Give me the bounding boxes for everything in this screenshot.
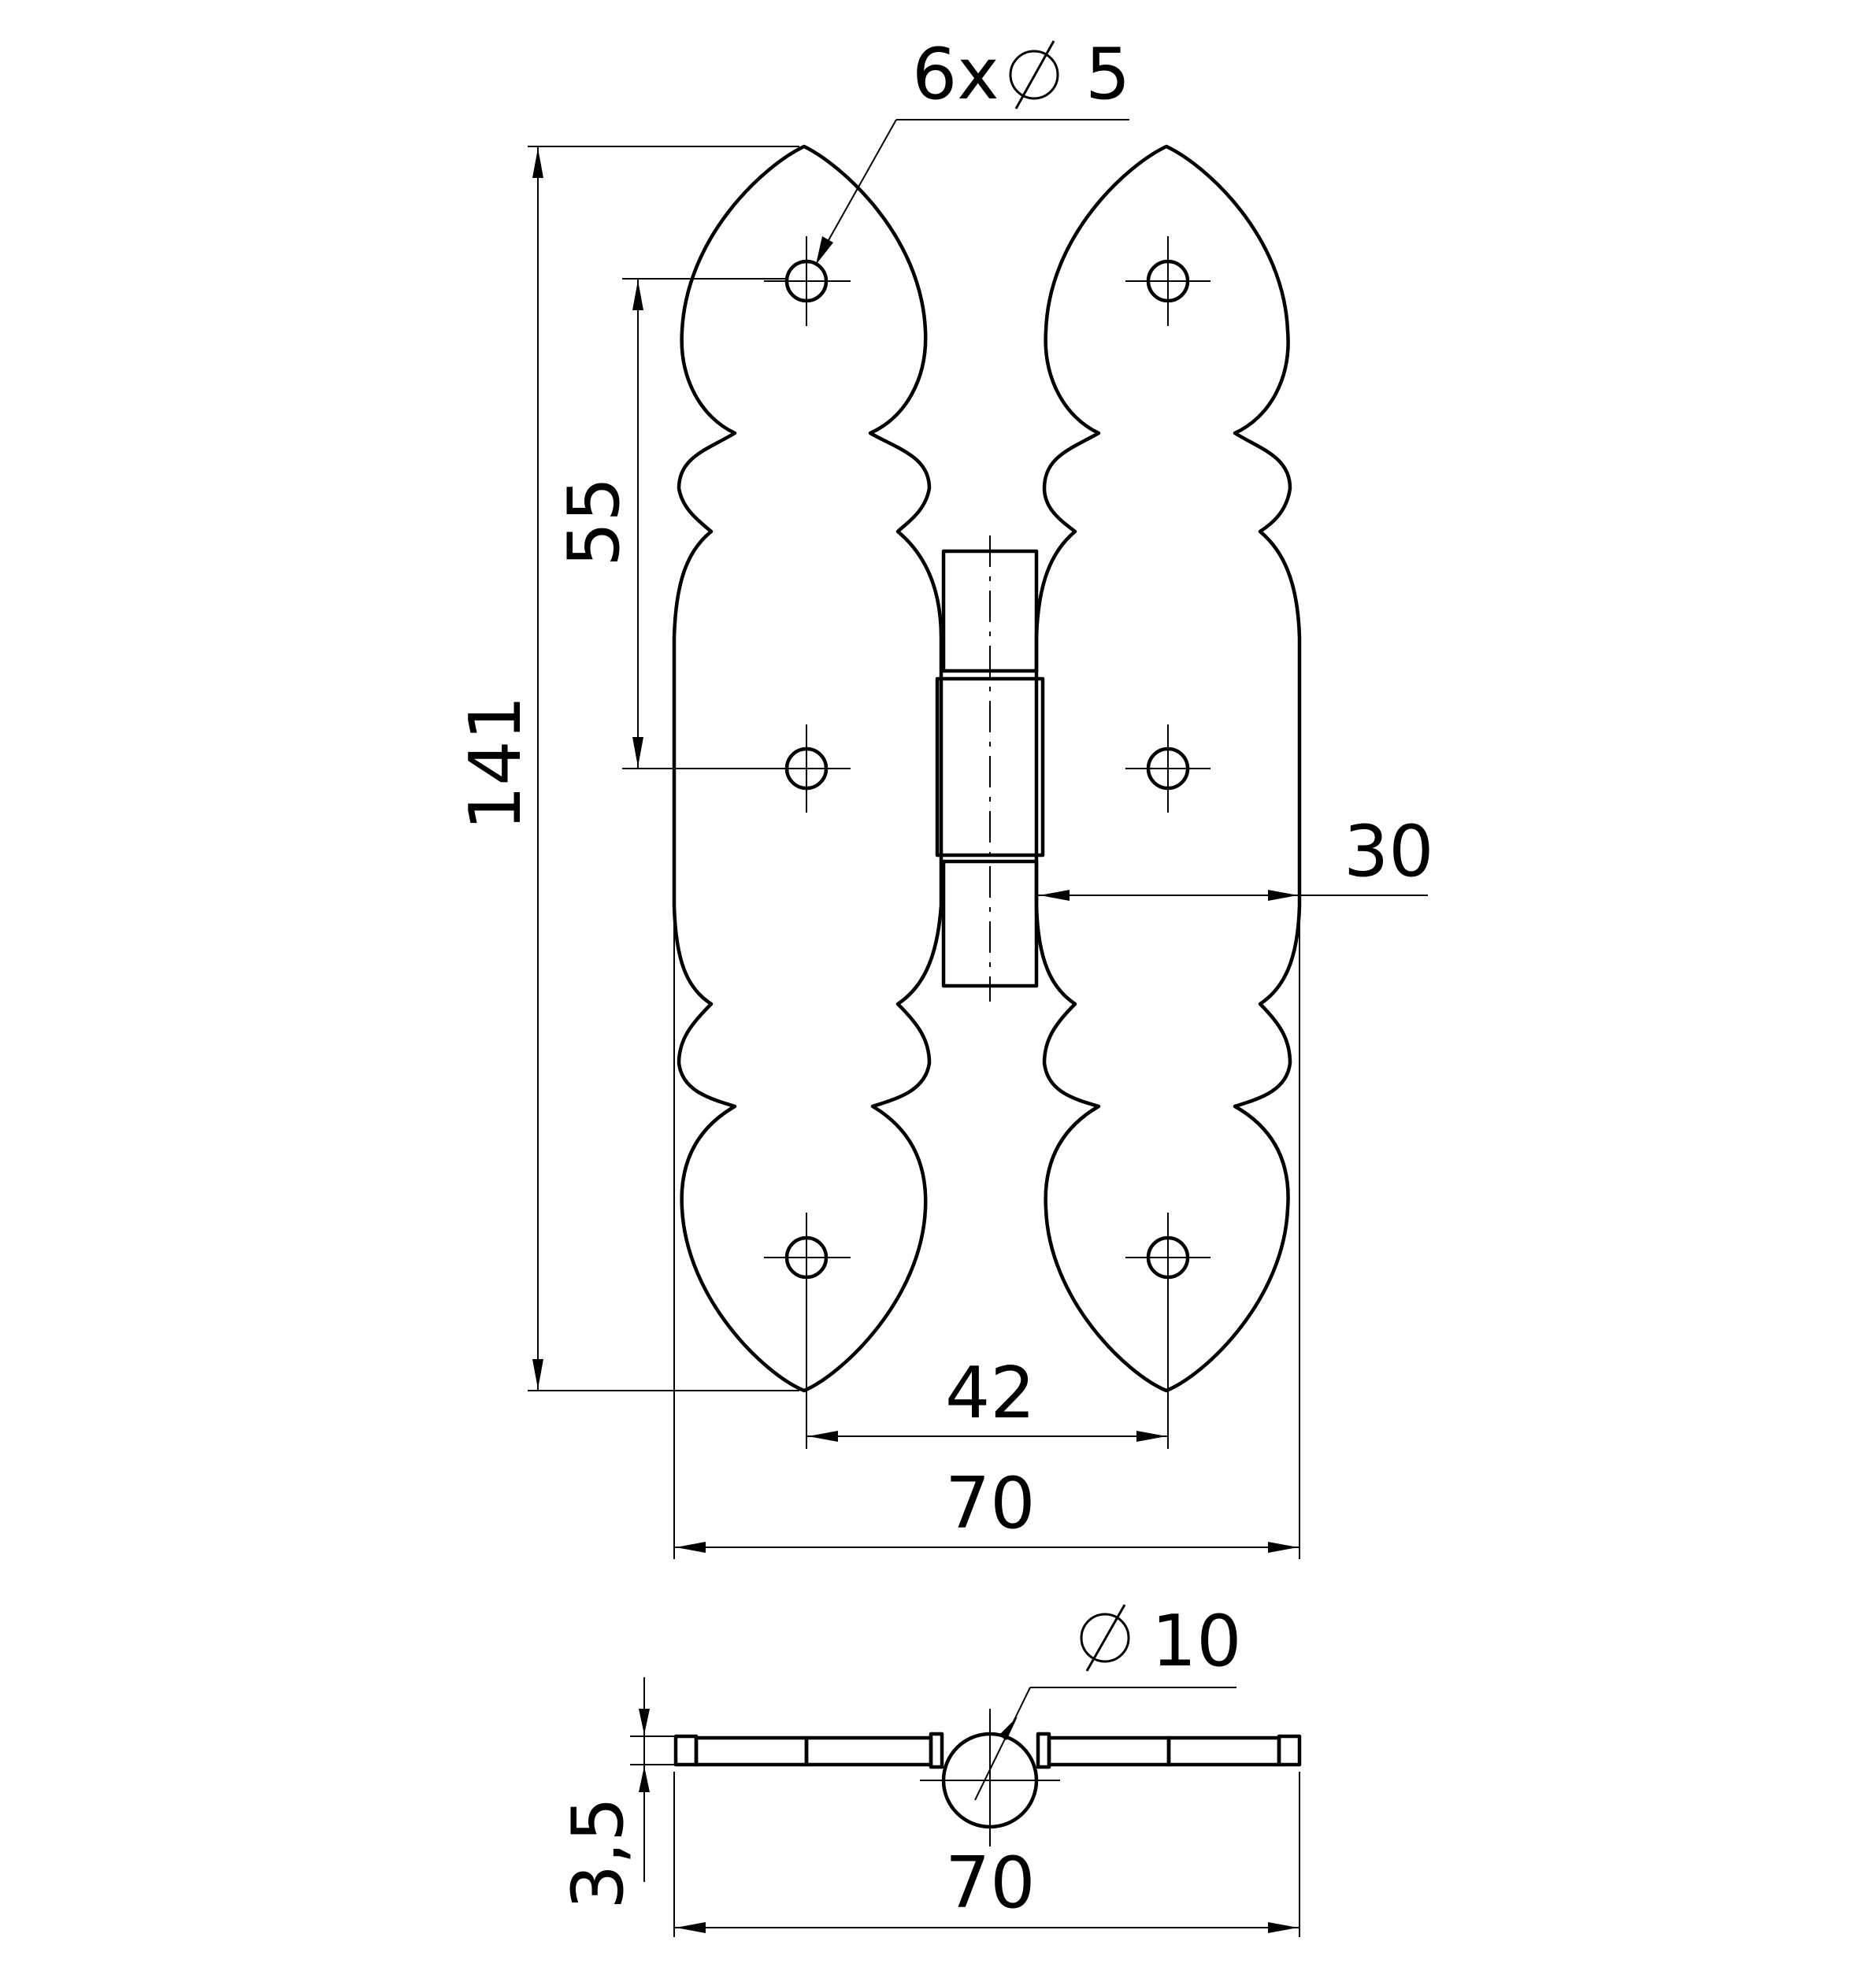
pin-diameter-label: 10	[1151, 1600, 1242, 1683]
diameter-icon	[1009, 40, 1059, 109]
side-view	[673, 1709, 1302, 1847]
diameter-icon	[1080, 1604, 1130, 1672]
dimension-hole-spacing: 55	[553, 278, 788, 769]
overall-width-bottom-label: 70	[945, 1842, 1036, 1924]
left-leaf-outline	[672, 144, 944, 1393]
dimension-pin-diameter: 10	[974, 1600, 1242, 1801]
hole-bottom-right	[1125, 1213, 1211, 1302]
holes-count-label: 6x	[912, 33, 999, 116]
hinge-knuckle	[935, 535, 1045, 1002]
holes-diameter-label: 5	[1085, 33, 1130, 116]
dimension-overall-height: 141	[454, 146, 799, 1391]
right-leaf-outline	[1034, 144, 1302, 1393]
dimension-hole-distance: 42	[806, 1302, 1169, 1449]
hole-top-right	[1125, 236, 1211, 326]
dimension-overall-width-top: 70	[673, 913, 1300, 1559]
dimension-overall-width-bottom: 70	[673, 1772, 1300, 1937]
dimension-leaf-width: 30	[1038, 810, 1434, 901]
overall-height-label: 141	[454, 695, 537, 831]
thickness-label: 3,5	[557, 1797, 640, 1910]
hole-distance-label: 42	[945, 1352, 1036, 1435]
hole-bottom-left	[764, 1213, 851, 1302]
hole-spacing-label: 55	[553, 476, 636, 567]
hole-top-left	[764, 236, 851, 326]
overall-width-top-label: 70	[945, 1462, 1036, 1545]
dimension-thickness: 3,5	[557, 1677, 676, 1910]
dimension-holes: 6x 5	[816, 33, 1130, 265]
leaf-width-label: 30	[1344, 810, 1434, 893]
hole-middle-right	[1125, 724, 1211, 813]
mounting-holes	[764, 236, 1211, 1302]
